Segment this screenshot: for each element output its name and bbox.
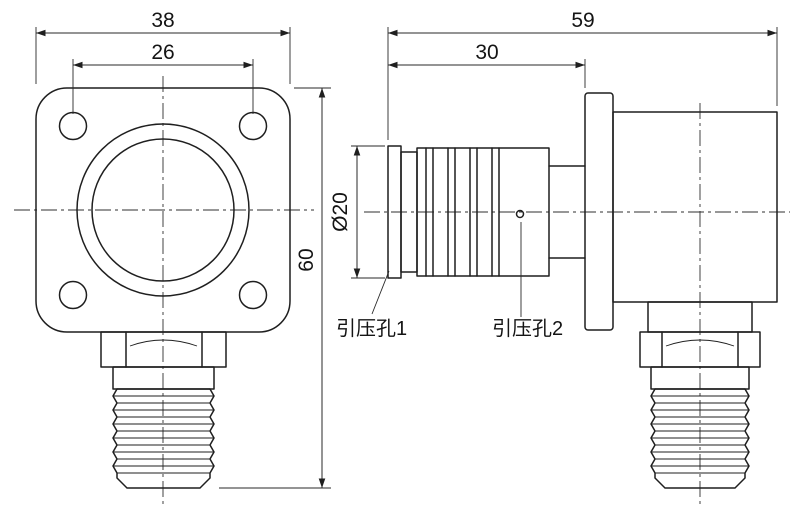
front-hex-chamfer-arc — [129, 339, 198, 347]
label-pressure-port-1: 引压孔1 — [336, 317, 407, 340]
front-thread-section — [112, 388, 215, 489]
thread-crest-lines — [113, 395, 214, 474]
main-body — [612, 111, 778, 303]
dim-front-height-text: 60 — [295, 248, 318, 271]
bore-circle — [91, 138, 235, 282]
dim-side-length: 59 — [387, 9, 778, 140]
dim-port-diameter-text: Ø20 — [329, 192, 352, 232]
port1-leader-line — [371, 270, 390, 315]
side-hex-facet-line — [661, 331, 739, 368]
grooved-body — [416, 147, 550, 277]
dim-side-flange-offset: 30 — [388, 41, 586, 88]
extension-line — [219, 87, 331, 489]
side-thread-section — [650, 388, 750, 489]
dim-front-height: 60 — [219, 87, 331, 489]
bolt-hole — [238, 280, 268, 310]
front-thread-shank — [112, 366, 215, 390]
labels: 引压孔1 引压孔2 — [336, 222, 563, 340]
front-hex-nut — [100, 331, 227, 368]
label-pressure-port-2: 引压孔2 — [492, 317, 563, 340]
extension-line — [387, 27, 778, 140]
dim-side-length-text: 59 — [571, 9, 594, 32]
dim-side-flange-offset-text: 30 — [475, 41, 498, 64]
dim-front-hole-spacing-text: 26 — [151, 41, 174, 64]
side-hex-chamfer-arc — [665, 339, 735, 347]
bolt-hole — [58, 280, 88, 310]
dim-front-width-text: 38 — [151, 9, 174, 32]
port2-hole — [515, 209, 525, 219]
thread-crest-lines — [651, 395, 749, 474]
groove-lines — [425, 147, 500, 277]
bolt-hole — [58, 111, 88, 141]
neck-to-flange — [548, 165, 586, 259]
front-hex-facet-line — [125, 331, 203, 368]
side-flange — [584, 92, 614, 331]
dimensions: 38 26 60 59 30 Ø20 — [35, 9, 778, 489]
boss-circle — [76, 123, 250, 297]
front-view — [14, 76, 314, 505]
dim-front-hole-spacing: 26 — [72, 41, 254, 114]
side-view — [364, 92, 790, 505]
dim-port-diameter: Ø20 — [329, 145, 385, 279]
extension-line — [35, 27, 291, 84]
bolt-hole — [238, 111, 268, 141]
dim-front-width: 38 — [35, 9, 291, 84]
